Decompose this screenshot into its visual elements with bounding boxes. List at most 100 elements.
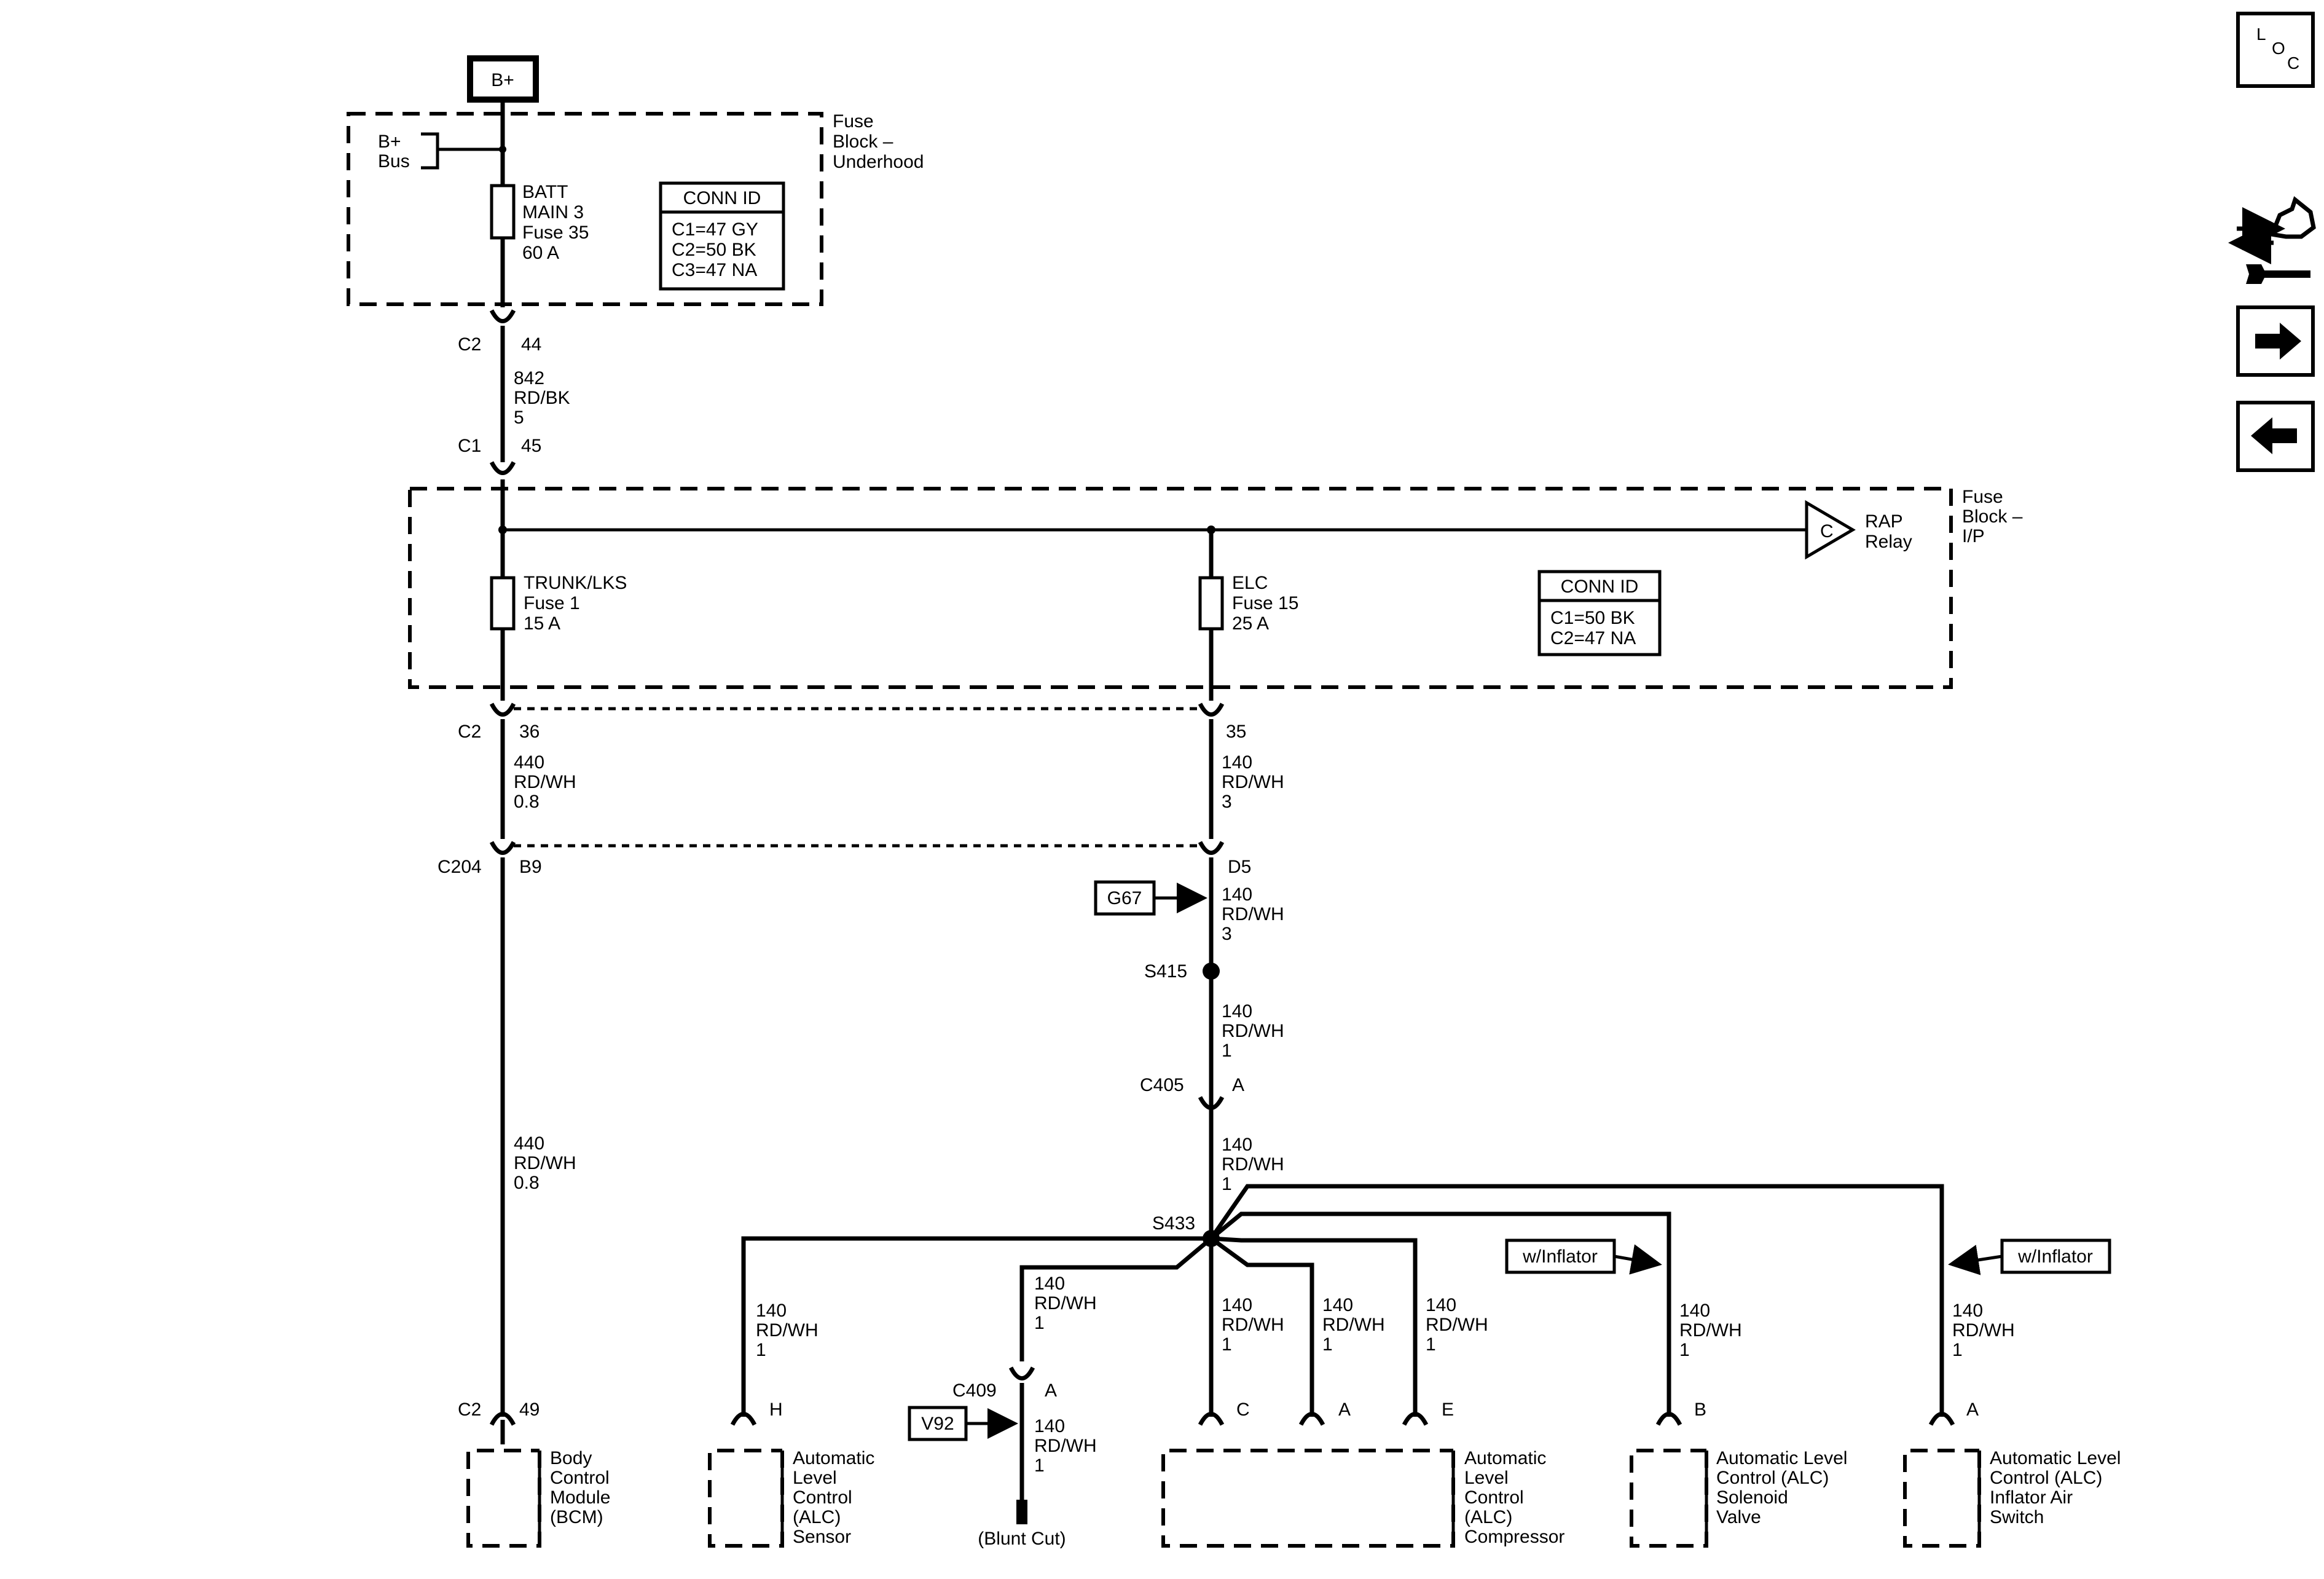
connector-bcm-name: C2 [458,1400,481,1420]
bcm-label: Body [550,1448,592,1468]
branch-comp-e-label: 1 [1426,1334,1436,1355]
previous-page-button[interactable] [2236,401,2315,472]
batt-fuse-label-4: 60 A [522,243,559,263]
v92-label: V92 [921,1414,954,1434]
connector-c405-name: C405 [1140,1075,1184,1095]
solenoid-component-outline [1630,1449,1708,1548]
solenoid-label: Valve [1716,1507,1761,1527]
location-button[interactable]: L O C [2236,12,2315,88]
fuse-block-ip-title-1: Fuse [1962,487,2003,507]
connector-c2-name: C2 [458,334,481,355]
connector-bcm-c2-symbol [489,1412,516,1426]
wire-140-b-label: RD/WH [1222,904,1284,924]
connector-compressor-a-symbol [1298,1412,1325,1426]
conn-id-title-underhood: CONN ID [683,188,761,208]
wire-140-c-label: 140 [1222,1001,1252,1022]
switch-component-outline [1903,1449,1981,1548]
conn-id-row: C2=47 NA [1550,628,1636,648]
connector-c204-d5-symbol [1198,841,1225,855]
connector-c1-name: C1 [458,436,481,456]
branch-comp-e-label: 140 [1426,1295,1456,1315]
compressor-label: Control [1464,1487,1524,1508]
elc-fuse-label: ELC [1232,573,1268,593]
fuse-block-ip-title-3: I/P [1962,526,1985,546]
branch-blunt-upper-label: RD/WH [1034,1293,1097,1313]
wire-440-b-label: 0.8 [514,1173,540,1193]
connector-c2-mid-pin-right: 35 [1226,722,1246,742]
trunk-fuse-symbol [490,576,516,631]
wire-842-label: RD/BK [514,388,570,408]
trunk-fuse-label: Fuse 1 [524,593,580,613]
sensor-label: Sensor [793,1527,851,1547]
switch-label: Automatic Level [1990,1448,2121,1468]
branch-blunt-lower-label: RD/WH [1034,1436,1097,1456]
connector-c2-36-symbol [489,703,516,717]
branch-switch-label: 140 [1952,1301,1983,1321]
fuse-block-ip-outline [408,487,1953,689]
branch-solenoid-label: RD/WH [1679,1320,1742,1341]
solenoid-label: Control (ALC) [1716,1468,1829,1488]
bcm-label: Control [550,1468,610,1488]
fuse-block-underhood-title-2: Block – [833,132,893,152]
fuse-block-underhood-title-3: Underhood [833,152,924,172]
branch-solenoid-label: 140 [1679,1301,1710,1321]
connector-sensor-h-symbol [730,1412,757,1426]
branch-solenoid-label: 1 [1679,1340,1690,1360]
switch-label: Switch [1990,1507,2044,1527]
connector-c405-pin: A [1232,1075,1244,1095]
sensor-label: Level [793,1468,837,1488]
rap-relay-reference[interactable] [1805,500,1856,560]
batt-fuse-label-2: MAIN 3 [522,202,584,222]
elc-fuse-label: Fuse 15 [1232,593,1298,613]
connector-compressor-e-symbol [1402,1412,1429,1426]
wire-842-label: 842 [514,368,544,388]
connector-c409-symbol [1008,1366,1035,1380]
fuse-block-ip-title-2: Block – [1962,506,2023,527]
branch-blunt-lower-label: 1 [1034,1455,1045,1476]
connector-switch-a-symbol [1928,1412,1955,1426]
compressor-pin-a: A [1338,1400,1351,1420]
v92-reference[interactable]: V92 [908,1406,1018,1441]
bplus-terminal: B+ [467,55,539,103]
batt-fuse-symbol [490,184,516,240]
branch-switch-label: RD/WH [1952,1320,2015,1341]
conn-id-table-ip: CONN ID C1=50 BK C2=47 NA [1537,570,1662,656]
sensor-label: Control [793,1487,852,1508]
conn-id-row: C1=47 GY [672,219,758,240]
g67-reference[interactable]: G67 [1094,880,1207,916]
elc-fuse-symbol [1198,576,1224,631]
connector-c204-b9-symbol [489,841,516,855]
solenoid-label: Automatic Level [1716,1448,1847,1468]
w-inflator-tag-solenoid: w/Inflator [1505,1238,1662,1275]
connector-c2-mid-name: C2 [458,722,481,742]
connector-solenoid-b-symbol [1655,1412,1682,1426]
compressor-label: Compressor [1464,1527,1564,1547]
wire-140-b-label: 140 [1222,884,1252,905]
blunt-cut-label: (Blunt Cut) [978,1529,1066,1549]
wire-140-a-label: 3 [1222,792,1232,812]
g67-label: G67 [1107,888,1142,908]
branch-comp-a-label: RD/WH [1322,1315,1385,1335]
connector-compressor-c-symbol [1198,1412,1225,1426]
wire-140-d-label: RD/WH [1222,1154,1284,1175]
branch-wire-switch [1209,1184,1944,1417]
bcm-label: Module [550,1487,610,1508]
wire-140-a-label: RD/WH [1222,772,1284,792]
bplus-bus-bracket [421,132,439,170]
sensor-label: (ALC) [793,1507,841,1527]
branch-wire-sensor [741,1236,1211,1417]
wire-140-b-label: 3 [1222,924,1232,944]
solenoid-label: Solenoid [1716,1487,1788,1508]
conn-id-row: C2=50 BK [672,240,756,260]
switch-label: Inflator Air [1990,1487,2073,1508]
branch-sensor-label: 140 [756,1301,787,1321]
compressor-pin-c: C [1236,1400,1250,1420]
fuse-block-underhood-outline [347,112,823,306]
bplus-label: B+ [491,70,514,90]
branch-switch-label: 1 [1952,1340,1963,1360]
switch-label: Control (ALC) [1990,1468,2102,1488]
connector-c204-name: C204 [438,857,482,877]
connector-tool-icon[interactable] [2228,196,2316,284]
next-page-button[interactable] [2236,305,2315,377]
